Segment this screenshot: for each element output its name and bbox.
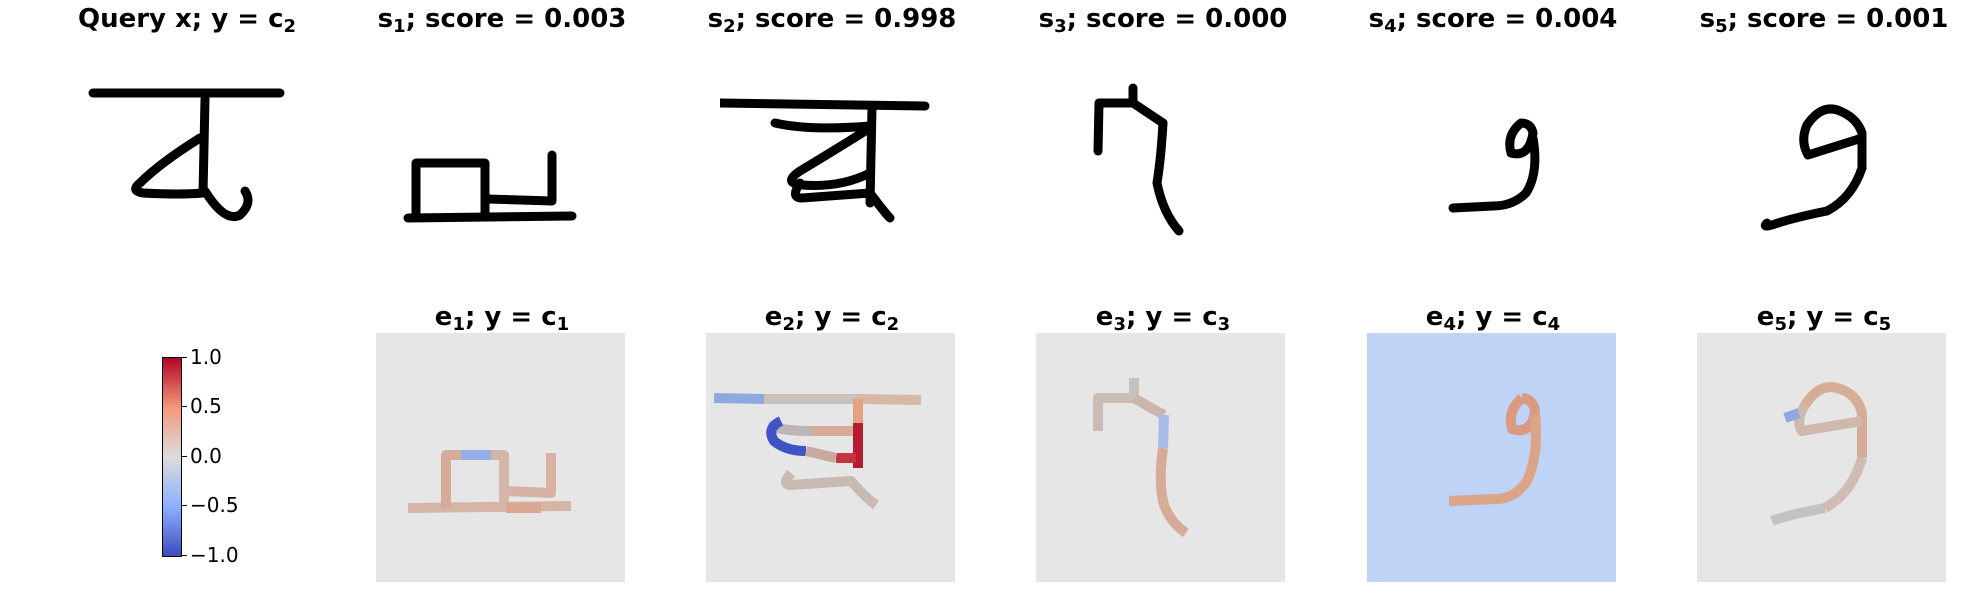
explanation-5-heatmap <box>1697 333 1946 582</box>
colorbar-tick-label: 0.5 <box>190 394 222 418</box>
sample-1-score: 0.003 <box>544 4 627 34</box>
explanation-3-class: 3 <box>1217 314 1231 335</box>
colorbar <box>162 357 182 557</box>
sample-4-title: s4; score = 0.004 <box>1368 4 1618 37</box>
explanation-4-index: 4 <box>1443 314 1456 335</box>
sample-3-title: s3; score = 0.000 <box>1038 4 1288 37</box>
explanation-3-index: 3 <box>1113 314 1126 335</box>
colorbar-tick-label: 0.0 <box>190 444 222 468</box>
colorbar-tick-label: −0.5 <box>190 493 239 517</box>
sample-1-glyph-image <box>390 63 615 248</box>
query-class-index: 2 <box>283 16 297 37</box>
explanation-1-class: 1 <box>556 314 570 335</box>
sample-2-score: 0.998 <box>874 4 957 34</box>
sample-2-glyph-image <box>720 63 945 248</box>
sample-1-title: s1; score = 0.003 <box>377 4 627 37</box>
sample-4-glyph-image <box>1381 63 1606 248</box>
explanation-3-title: e3; y = c3 <box>1095 302 1231 335</box>
explanation-2-class: 2 <box>886 314 900 335</box>
sample-1-index: 1 <box>393 16 406 37</box>
sample-5-glyph-image <box>1712 63 1937 248</box>
explanation-5-index: 5 <box>1774 314 1787 335</box>
explanation-2-index: 2 <box>782 314 795 335</box>
sample-5-score: 0.001 <box>1866 4 1949 34</box>
sample-5-index: 5 <box>1715 16 1728 37</box>
colorbar-tick-label: 1.0 <box>190 345 222 369</box>
explanation-4-title: e4; y = c4 <box>1425 302 1561 335</box>
explanation-2-heatmap <box>706 333 955 582</box>
sample-3-glyph-image <box>1051 63 1276 248</box>
explanation-5-class: 5 <box>1878 314 1892 335</box>
sample-2-title: s2; score = 0.998 <box>707 4 957 37</box>
explanation-1-heatmap <box>376 333 625 582</box>
query-title-label: Query x <box>77 4 192 34</box>
explanation-4-class: 4 <box>1547 314 1561 335</box>
sample-4-index: 4 <box>1384 16 1397 37</box>
explanation-4-heatmap <box>1367 333 1616 582</box>
explanation-3-heatmap <box>1036 333 1285 582</box>
explanation-1-title: e1; y = c1 <box>434 302 570 335</box>
query-title: Query x; y = c2 <box>77 4 297 37</box>
explanation-5-title: e5; y = c5 <box>1756 302 1892 335</box>
sample-5-title: s5; score = 0.001 <box>1699 4 1949 37</box>
sample-3-index: 3 <box>1054 16 1067 37</box>
sample-2-index: 2 <box>723 16 736 37</box>
sample-3-score: 0.000 <box>1205 4 1288 34</box>
explanation-1-index: 1 <box>452 314 465 335</box>
query-glyph-image <box>75 63 300 248</box>
colorbar-tick-label: −1.0 <box>190 543 239 567</box>
explanation-2-title: e2; y = c2 <box>764 302 900 335</box>
colorbar-ticks <box>181 357 189 557</box>
sample-4-score: 0.004 <box>1535 4 1618 34</box>
